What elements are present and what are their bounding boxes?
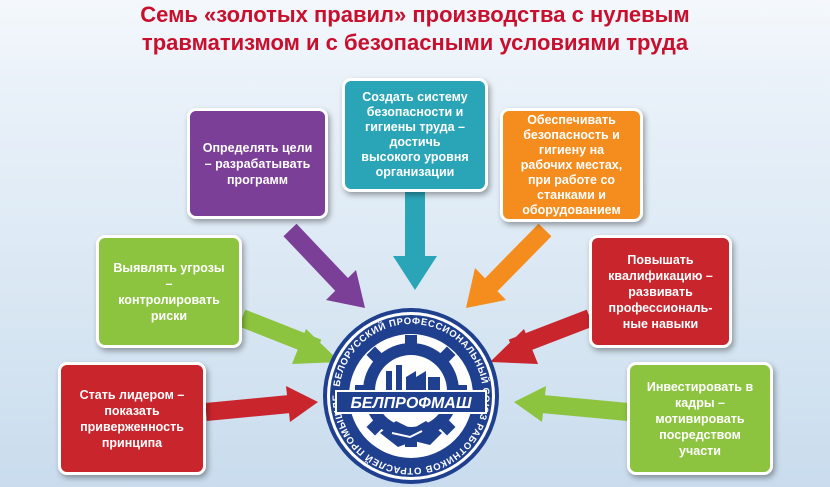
emblem-banner-text: БЕЛПРОФМАШ bbox=[350, 395, 471, 412]
arrow-green-right bbox=[514, 386, 629, 422]
rule-box-invest-people: Инвестировать в кадры – мотивировать пос… bbox=[627, 362, 773, 475]
belprofmash-emblem: БЕЛОРУССКИЙ ПРОФЕССИОНАЛЬНЫЙ СОЮЗ РАБОТН… bbox=[322, 305, 499, 484]
handshake-icon bbox=[380, 421, 442, 447]
arrow-green-left bbox=[238, 309, 340, 364]
factory-icon bbox=[386, 365, 440, 391]
arrow-orange bbox=[466, 223, 552, 308]
rule-box-define-goals: Определять цели – разрабатывать программ bbox=[187, 108, 328, 219]
page-title-line-2: травматизмом и с безопасными условиями т… bbox=[141, 30, 689, 55]
arrow-purple bbox=[283, 223, 365, 308]
rule-box-ensure-safety: Обеспечивать безопасность и гигиену на р… bbox=[500, 108, 643, 222]
rule-box-become-leader: Стать лидером – показать приверженность … bbox=[58, 362, 206, 475]
rule-box-improve-skills: Повышать квалификацию – развивать профес… bbox=[589, 235, 732, 348]
rule-box-identify-threats: Выявлять угрозы – контролировать риски bbox=[96, 235, 242, 348]
page-title-line-1: Семь «золотых правил» производства с нул… bbox=[140, 2, 690, 27]
emblem-banner bbox=[335, 390, 487, 414]
rule-box-create-system: Создать систему безопасности и гигиены т… bbox=[342, 78, 488, 192]
arrow-teal bbox=[393, 192, 437, 290]
arrow-red-right bbox=[490, 309, 594, 364]
arrow-red-left bbox=[205, 386, 318, 422]
